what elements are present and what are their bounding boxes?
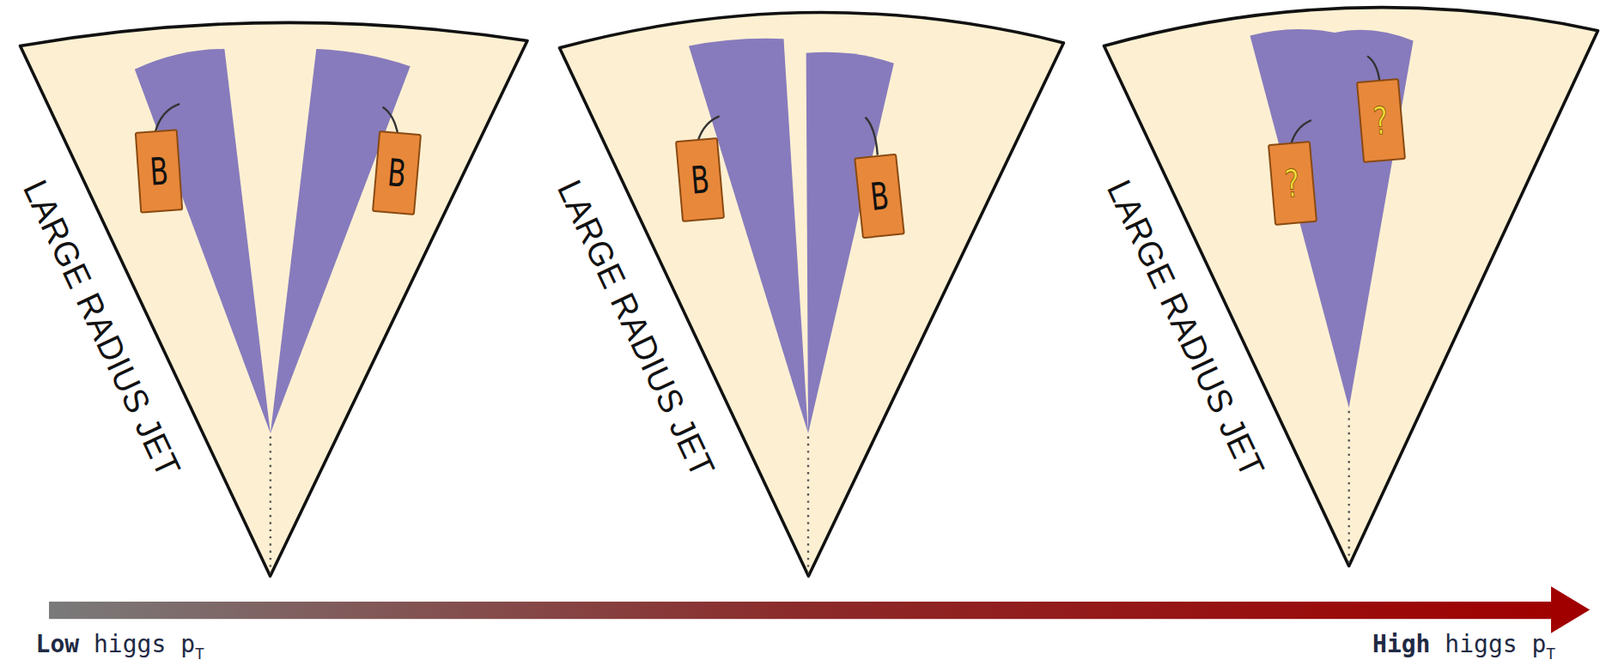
btag-label: ?: [1267, 140, 1318, 226]
subscript: T: [194, 644, 205, 664]
subscript: T: [1545, 644, 1556, 664]
axis-caption: High higgs pT: [1372, 630, 1556, 664]
tag-text: B: [868, 176, 891, 216]
pt-arrow-head: [1551, 586, 1590, 634]
axis-word: higgs p: [1444, 630, 1546, 659]
large-radius-jet: LARGE RADIUS JETBB: [12, 0, 538, 587]
btag-label: B: [371, 130, 422, 216]
tag-text: B: [689, 159, 712, 200]
large-radius-jet: LARGE RADIUS JETBB: [551, 0, 1072, 587]
axis-word: Low: [36, 630, 80, 659]
axis-word: higgs p: [93, 630, 195, 659]
tag-text: ?: [1283, 164, 1302, 203]
axis-caption: Low higgs pT: [36, 630, 205, 664]
large-radius-jet: LARGE RADIUS JET??: [1095, 0, 1600, 577]
btag-label: ?: [1356, 78, 1406, 164]
tag-text: ?: [1371, 101, 1390, 140]
tag-text: B: [148, 152, 170, 191]
btag-label: B: [853, 152, 906, 239]
pt-arrow-shaft: [48, 602, 1556, 620]
btag-label: B: [675, 137, 725, 223]
tag-text: B: [386, 153, 408, 194]
axis-word: High: [1372, 630, 1430, 659]
btag-label: B: [134, 128, 183, 213]
